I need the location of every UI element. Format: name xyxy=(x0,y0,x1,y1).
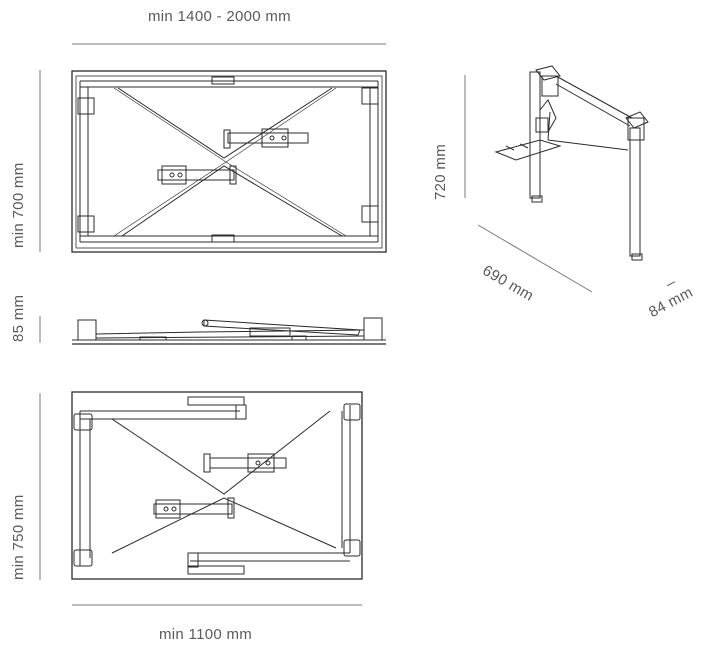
top-depth-label: min 700 mm xyxy=(10,162,27,248)
bottom-view-outline xyxy=(71,391,363,580)
side-height-label: 85 mm xyxy=(10,294,27,342)
bottom-width-label: min 1100 mm xyxy=(159,626,253,643)
dimension-lines xyxy=(39,43,593,606)
bottom-depth-label: min 750 mm xyxy=(10,494,27,580)
bottom-view-plan xyxy=(71,391,363,580)
isometric-leg xyxy=(494,65,649,261)
side-view-profile xyxy=(72,317,386,345)
dim-line-leg-depth xyxy=(477,224,593,293)
top-view-plan xyxy=(71,70,387,253)
top-width-label: min 1400 - 2000 mm xyxy=(148,8,291,25)
leg-height-label: 720 mm xyxy=(432,144,449,200)
top-view-outline xyxy=(71,70,387,253)
